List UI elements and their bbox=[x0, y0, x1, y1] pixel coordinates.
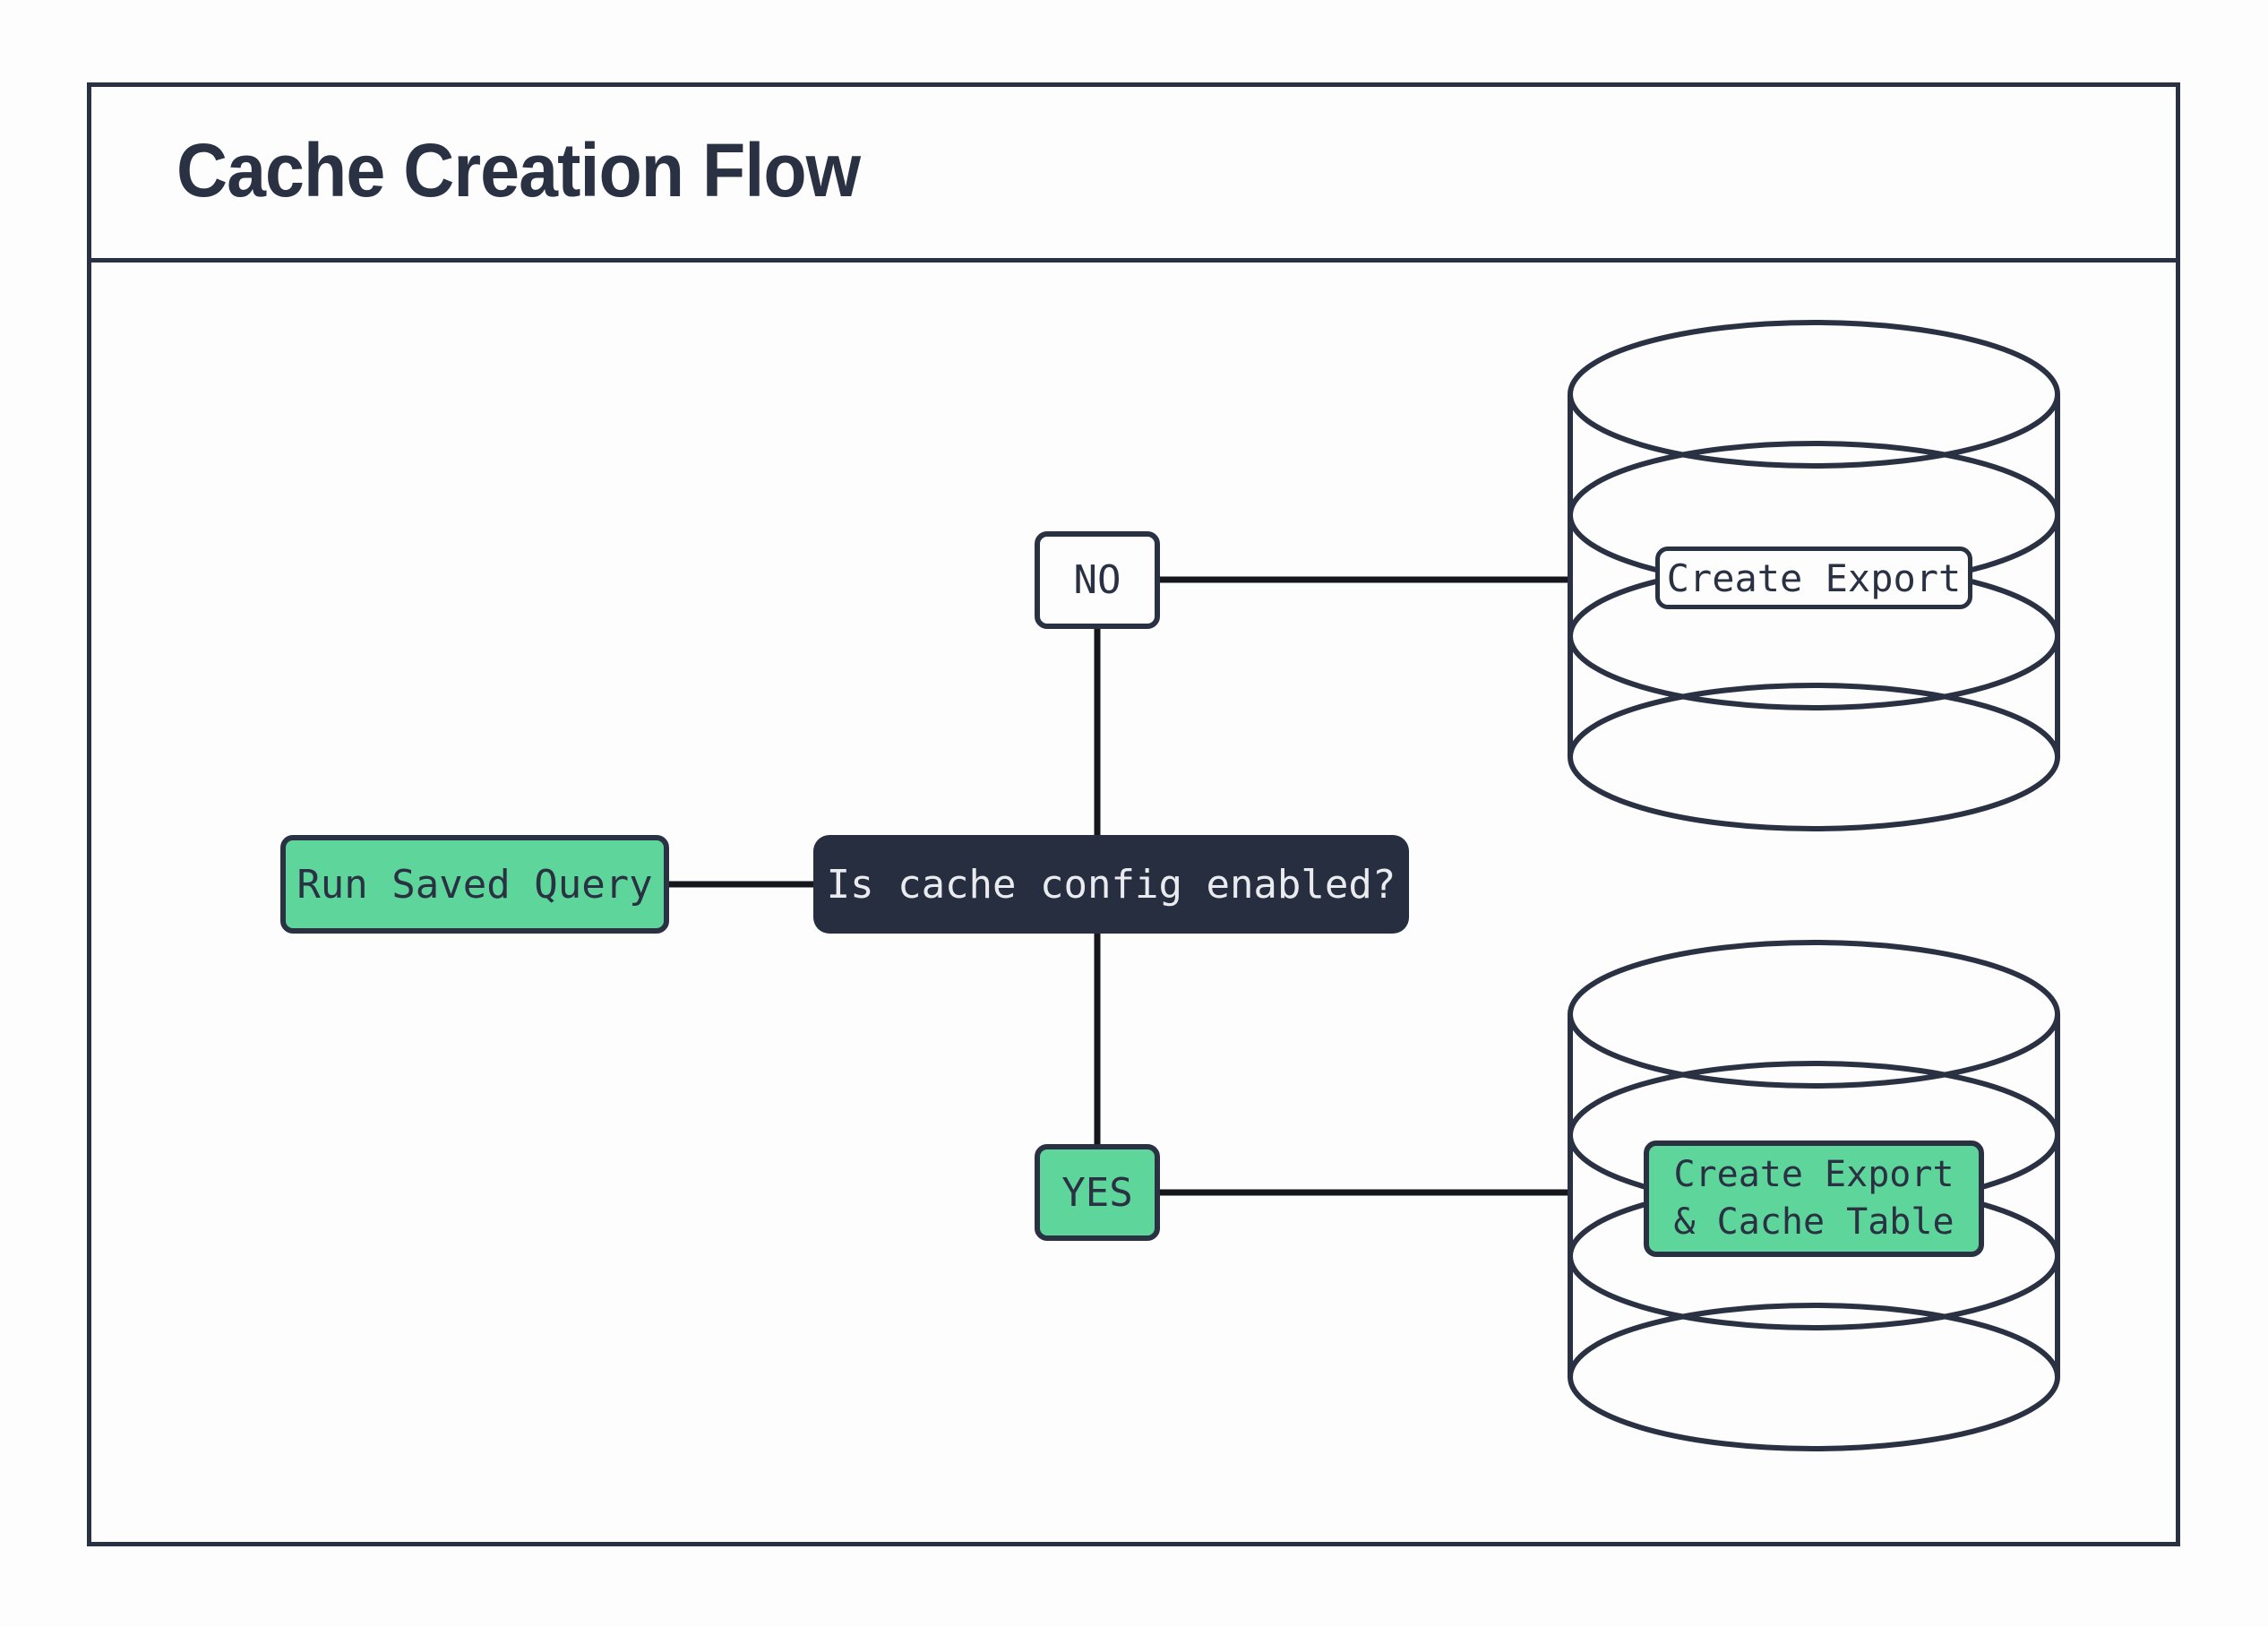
cache-label-line1: Create Export bbox=[1673, 1154, 1954, 1196]
page-title: Cache Creation Flow bbox=[176, 127, 861, 212]
flow-node-create-export-cache-table: Create Export & Cache Table bbox=[1644, 1141, 1984, 1257]
cylinder-disk bbox=[1568, 320, 2060, 469]
cylinder-disk bbox=[1568, 1303, 2060, 1451]
diagram-header: Cache Creation Flow bbox=[87, 82, 2180, 263]
cache-label-line2: & Cache Table bbox=[1673, 1201, 1954, 1243]
cylinder-disk bbox=[1568, 940, 2060, 1089]
flow-branch-no: NO bbox=[1035, 531, 1160, 629]
flow-node-create-export: Create Export bbox=[1655, 547, 1972, 609]
flow-node-run-saved-query: Run Saved Query bbox=[280, 835, 669, 934]
database-cylinder-export bbox=[1568, 320, 2060, 831]
flow-node-decision-cache-config: Is cache config enabled? bbox=[813, 835, 1409, 934]
cylinder-disk bbox=[1568, 683, 2060, 831]
flow-branch-yes: YES bbox=[1035, 1144, 1160, 1241]
diagram-frame bbox=[87, 82, 2180, 1546]
flow-connectors bbox=[669, 576, 1570, 1196]
